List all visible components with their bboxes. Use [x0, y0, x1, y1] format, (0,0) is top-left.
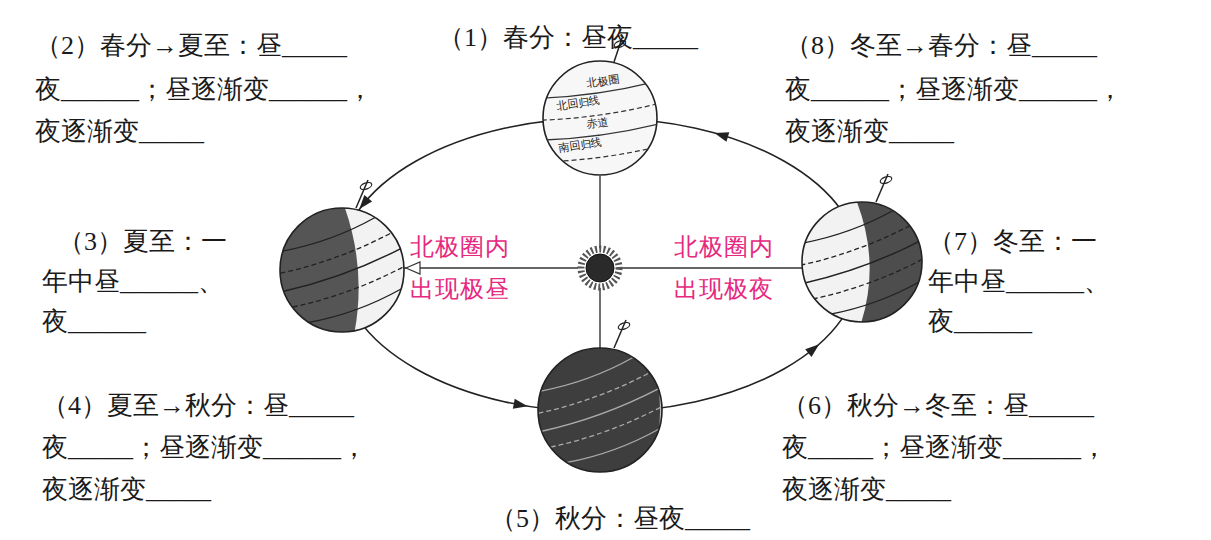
- fill-blank-text: （3）夏至：一: [58, 224, 227, 260]
- fill-blank-text: 夜逐渐变_____: [42, 472, 211, 508]
- orbit-arrowhead: [513, 399, 529, 411]
- fill-blank-text: 年中昼______、: [42, 264, 224, 300]
- fill-blank-text: 夜_____；昼逐渐变______，: [782, 430, 1107, 466]
- fill-blank-text: （1）春分：昼夜_____: [438, 20, 698, 56]
- fill-blank-text: 夜______: [42, 304, 146, 340]
- fill-blank-text: 夜逐渐变_____: [785, 114, 954, 150]
- fill-blank-text: （2）春分→夏至：昼_____: [35, 28, 347, 64]
- polar-note: 出现极昼: [410, 274, 510, 304]
- polar-note: 北极圈内: [410, 232, 510, 262]
- fill-blank-text: 夜______；昼逐渐变______，: [35, 72, 373, 108]
- earth-globe: 北极圈北回归线赤道南回归线: [542, 60, 658, 176]
- fill-blank-text: （5）秋分：昼夜_____: [490, 502, 750, 536]
- fill-blank-text: （4）夏至→秋分：昼_____: [42, 388, 354, 424]
- fill-blank-text: 年中昼______、: [928, 264, 1110, 300]
- fill-blank-text: （6）秋分→冬至：昼_____: [782, 388, 1094, 424]
- fill-blank-text: 夜______；昼逐渐变______，: [785, 72, 1123, 108]
- fill-blank-text: 夜逐渐变_____: [35, 114, 204, 150]
- fill-blank-text: 夜_____；昼逐渐变______，: [42, 430, 367, 466]
- fill-blank-text: 夜逐渐变_____: [782, 472, 951, 508]
- orbit-arrowhead: [713, 128, 729, 142]
- orbit-arrowhead: [805, 340, 822, 357]
- polar-note: 出现极夜: [674, 274, 774, 304]
- fill-blank-text: （7）冬至：一: [928, 224, 1097, 260]
- fill-blank-text: （8）冬至→春分：昼_____: [785, 28, 1097, 64]
- polar-note: 北极圈内: [674, 232, 774, 262]
- fill-blank-text: 夜______: [928, 304, 1032, 340]
